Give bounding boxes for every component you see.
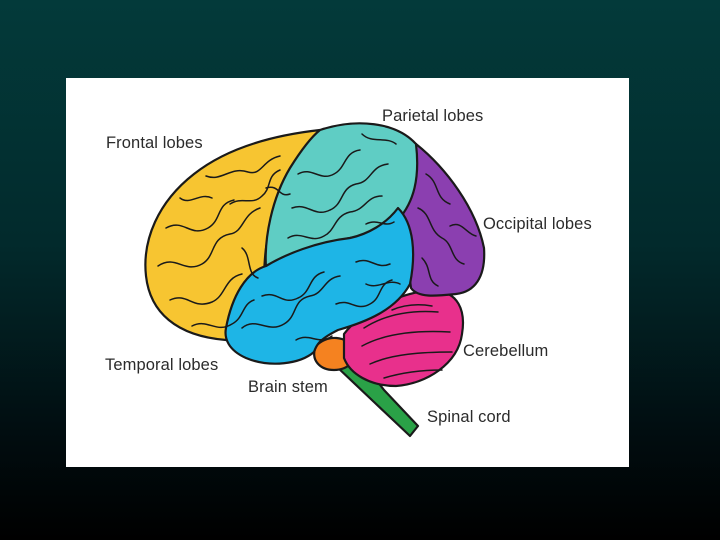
- frontal-lobes-label: Frontal lobes: [106, 134, 203, 152]
- occipital-lobe-region: [396, 142, 486, 297]
- cerebellum-label: Cerebellum: [463, 342, 549, 360]
- brain-folds: [157, 133, 477, 379]
- temporal-lobes-label: Temporal lobes: [105, 356, 219, 374]
- temporal-lobe-region: [224, 206, 415, 365]
- brain-diagram-panel: Frontal lobes Parietal lobes Occipital l…: [66, 78, 629, 467]
- brain-diagram: [144, 122, 486, 438]
- spinal-cord-label: Spinal cord: [427, 408, 511, 426]
- occipital-lobes-label: Occipital lobes: [483, 215, 592, 233]
- parietal-lobes-label: Parietal lobes: [382, 107, 484, 125]
- brain-stem-label: Brain stem: [248, 378, 328, 396]
